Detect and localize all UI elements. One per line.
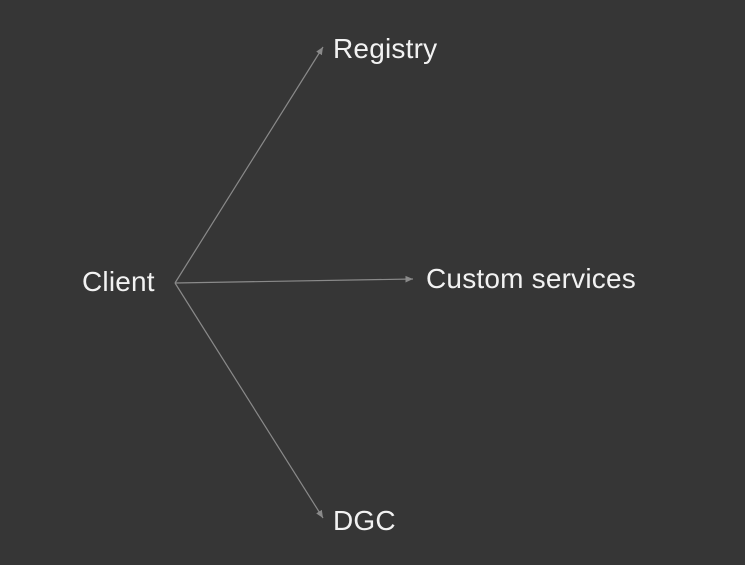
edge-client-to-registry <box>174 46 324 284</box>
edge-client-to-dgc <box>174 282 324 519</box>
edge-client-to-custom-services <box>174 275 414 284</box>
node-custom-services-label: Custom services <box>426 263 636 294</box>
node-client-label: Client <box>82 266 155 297</box>
node-registry-label: Registry <box>333 33 438 64</box>
node-dgc-label: DGC <box>333 505 396 536</box>
